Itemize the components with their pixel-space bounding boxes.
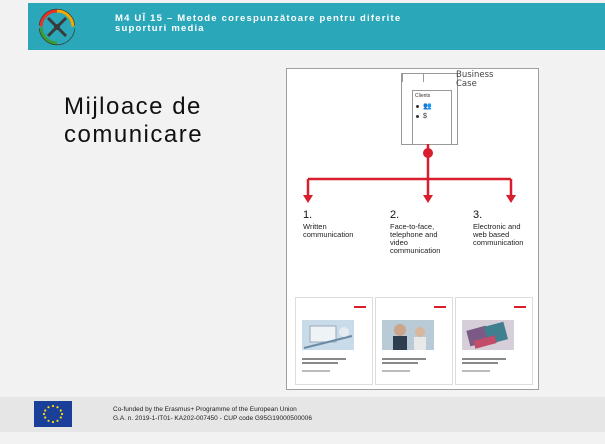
thumbnail-face-to-face xyxy=(375,297,453,385)
header-title-line1: M4 UÎ 15 – Metode corespunzătoare pentru… xyxy=(115,13,402,24)
column-2-line: telephone and xyxy=(390,230,438,239)
business-case-label-line1: Business xyxy=(456,70,494,80)
card-bullet xyxy=(416,105,419,108)
card-label: Clients xyxy=(415,93,431,99)
header-title: M4 UÎ 15 – Metode corespunzătoare pentru… xyxy=(115,14,575,34)
footer-line2: G.A. n. 2019-1-IT01- KA202-007450 - CUP … xyxy=(113,415,312,422)
communication-diagram: Clients 👥 $ Business Case 1. Written xyxy=(286,68,539,390)
business-case-label: Business Case xyxy=(456,71,493,89)
devices-photo-icon xyxy=(462,320,514,350)
column-1-text: Written communication xyxy=(303,223,381,239)
footer-line1: Co-funded by the Erasmus+ Programme of t… xyxy=(113,406,297,413)
business-case-card: Clients 👥 $ xyxy=(401,73,458,145)
column-2-line: video xyxy=(390,238,408,247)
column-2-text: Face-to-face, telephone and video commun… xyxy=(390,223,468,255)
business-case-label-line2: Case xyxy=(456,79,477,89)
column-3-text: Electronic and web based communication xyxy=(473,223,551,247)
slide-heading-line1: Mijloace de xyxy=(64,93,202,120)
notebook-photo-icon xyxy=(302,320,354,350)
column-3-line: web based xyxy=(473,230,510,239)
column-1-line: Written xyxy=(303,222,327,231)
slide-heading: Mijloace de comunicare xyxy=(64,93,264,149)
people-icon: 👥 xyxy=(423,103,432,110)
footer-bar xyxy=(0,397,605,432)
column-3-line: communication xyxy=(473,238,524,247)
column-2-line: communication xyxy=(390,246,441,255)
column-2-number: 2. xyxy=(390,209,400,221)
connector-arrows xyxy=(303,144,516,203)
eu-flag-icon xyxy=(34,401,72,427)
meeting-photo-icon xyxy=(382,320,434,350)
card-tab xyxy=(402,73,424,82)
project-logo-icon xyxy=(32,8,82,46)
column-1-line: communication xyxy=(303,230,354,239)
dollar-icon: $ xyxy=(423,113,427,120)
header-bar xyxy=(28,3,605,50)
card-inner: Clients 👥 $ xyxy=(412,90,452,145)
connector-node xyxy=(423,148,433,158)
column-1-number: 1. xyxy=(303,209,313,221)
thumbnail-electronic xyxy=(455,297,533,385)
footer-text: Co-funded by the Erasmus+ Programme of t… xyxy=(113,405,312,423)
slide-heading-line2: comunicare xyxy=(64,121,204,148)
thumbnail-written xyxy=(295,297,373,385)
card-bullet xyxy=(416,115,419,118)
column-3-line: Electronic and xyxy=(473,222,521,231)
header-title-line2: suporturi media xyxy=(115,23,205,34)
column-2-line: Face-to-face, xyxy=(390,222,435,231)
column-3-number: 3. xyxy=(473,209,483,221)
